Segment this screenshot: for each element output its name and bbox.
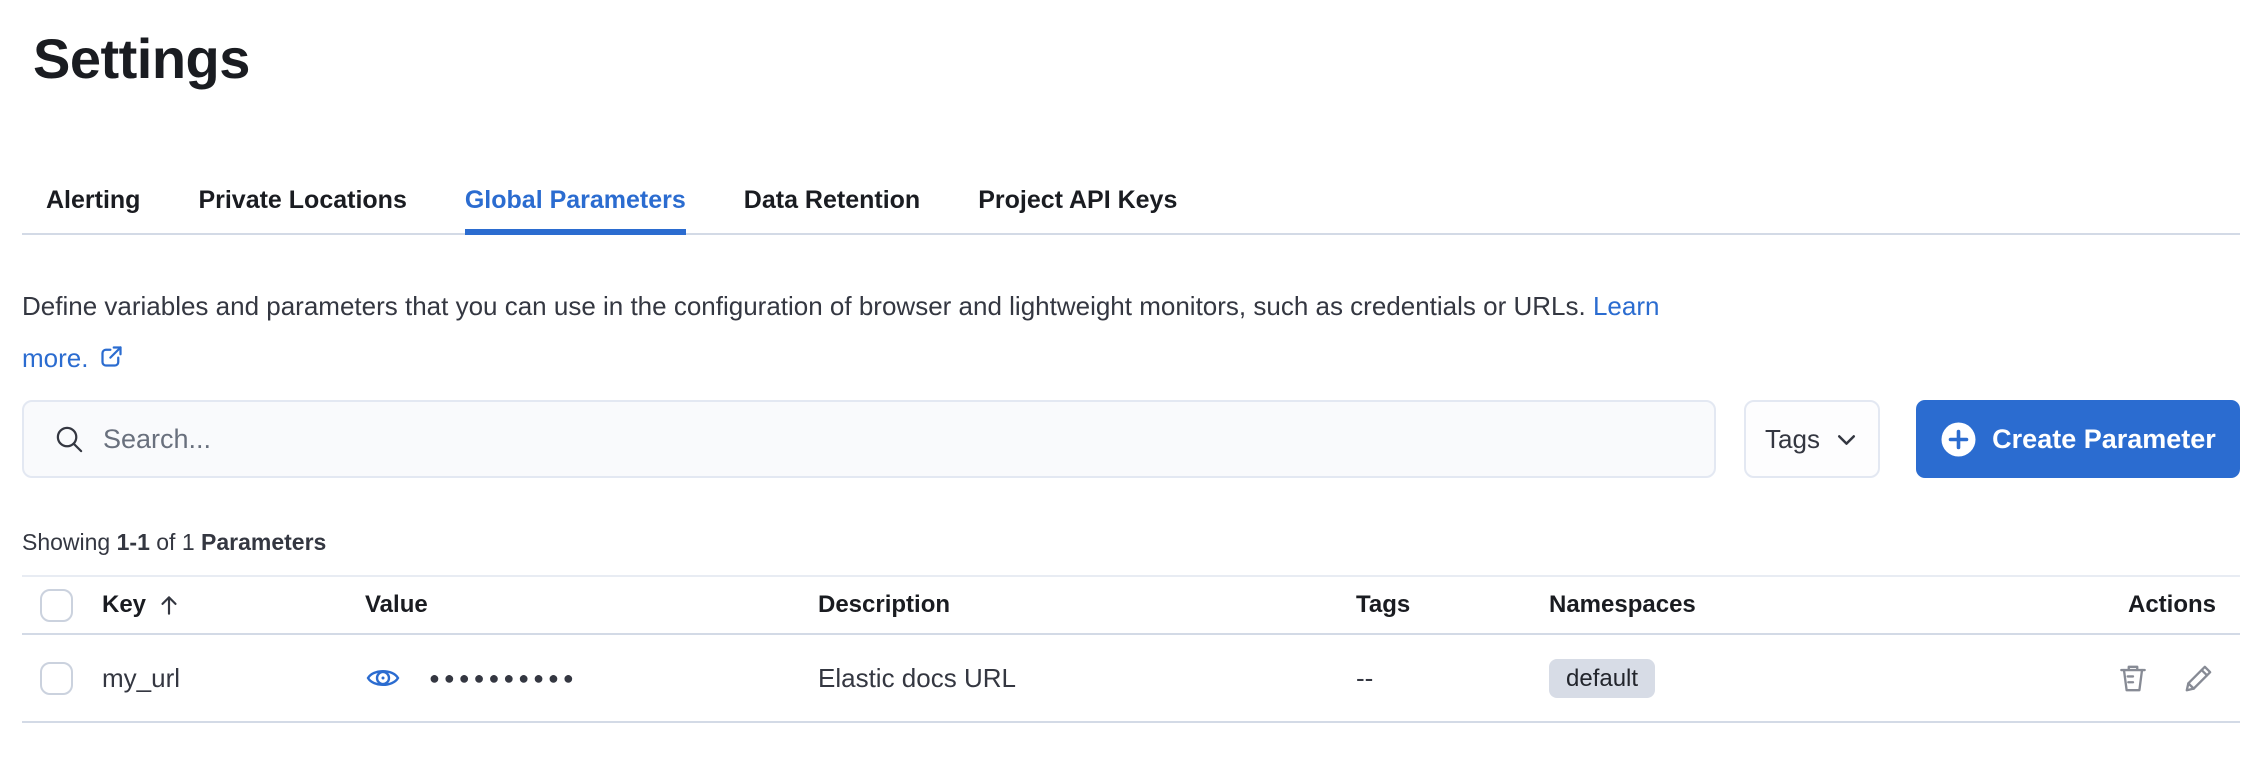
column-header-key-label: Key: [102, 591, 147, 618]
sort-ascending-icon: [161, 596, 177, 615]
summary-entity: Parameters: [201, 529, 327, 555]
tab-alerting[interactable]: Alerting: [46, 185, 140, 233]
page-title: Settings: [33, 27, 250, 90]
description-text: Define variables and parameters that you…: [22, 291, 1586, 321]
edit-parameter-button[interactable]: [2182, 661, 2216, 695]
summary-range: 1-1: [116, 529, 150, 555]
tags-filter-button[interactable]: Tags: [1744, 400, 1880, 478]
reveal-value-button[interactable]: [365, 663, 401, 693]
summary-of: of 1: [156, 529, 195, 555]
settings-page: Settings Alerting Private Locations Glob…: [0, 26, 2262, 723]
column-header-value: Value: [365, 591, 428, 618]
external-link-icon: [101, 346, 123, 367]
row-checkbox[interactable]: [40, 661, 73, 695]
tab-label: Alerting: [46, 186, 141, 214]
column-header-description: Description: [818, 591, 951, 618]
results-summary: Showing 1-1 of 1 Parameters: [22, 528, 2240, 556]
table-header-row: Key Value Description Tags Namespaces Ac…: [22, 577, 2240, 635]
header-checkbox-cell: [22, 588, 95, 622]
row-checkbox-cell: [22, 661, 95, 695]
parameter-description: Elastic docs URL: [818, 662, 1016, 693]
select-all-checkbox[interactable]: [40, 588, 73, 622]
search-box: [22, 400, 1716, 478]
column-header-actions: Actions: [2127, 591, 2216, 618]
plus-in-circle-icon: [1941, 422, 1976, 456]
learn-more-link[interactable]: Learn: [1592, 291, 1660, 321]
toolbar: Tags Create Parameter: [22, 400, 2240, 478]
namespace-badge: default: [1549, 658, 1656, 698]
eye-icon: [366, 669, 400, 687]
page-description: Define variables and parameters that you…: [22, 280, 2240, 384]
tags-filter-label: Tags: [1765, 423, 1820, 454]
tab-data-retention[interactable]: Data Retention: [744, 185, 920, 233]
trash-icon: [2120, 665, 2146, 692]
description-line-2: more.: [22, 332, 2240, 384]
create-parameter-label: Create Parameter: [1992, 423, 2216, 454]
tab-bar: Alerting Private Locations Global Parame…: [22, 185, 2240, 235]
create-parameter-button[interactable]: Create Parameter: [1916, 400, 2240, 478]
masked-value: ●●●●●●●●●●: [429, 667, 578, 688]
tab-label: Private Locations: [198, 186, 407, 214]
tab-private-locations[interactable]: Private Locations: [198, 185, 406, 233]
tab-label: Global Parameters: [464, 186, 686, 214]
chevron-down-icon: [1837, 434, 1855, 445]
parameter-tags: --: [1356, 662, 1374, 693]
parameter-value-cell: ●●●●●●●●●●: [355, 663, 810, 693]
search-icon: [56, 426, 83, 452]
delete-parameter-button[interactable]: [2116, 661, 2150, 695]
summary-showing: Showing: [22, 529, 111, 555]
tab-project-api-keys[interactable]: Project API Keys: [978, 185, 1177, 233]
column-header-tags: Tags: [1356, 591, 1411, 618]
tab-label: Data Retention: [743, 186, 921, 214]
learn-more-link[interactable]: more.: [22, 343, 89, 373]
parameter-key: my_url: [102, 662, 181, 693]
column-header-key[interactable]: Key: [95, 591, 355, 619]
table-row: my_url ●●●●●●●●●● Elastic docs URL -- de…: [22, 635, 2240, 723]
column-header-namespaces: Namespaces: [1549, 591, 1696, 618]
parameter-namespaces-cell: default: [1542, 658, 1995, 698]
pencil-icon: [2185, 665, 2212, 692]
parameters-table: Key Value Description Tags Namespaces Ac…: [22, 575, 2240, 723]
search-input[interactable]: [101, 422, 1696, 456]
tab-global-parameters[interactable]: Global Parameters: [464, 185, 686, 235]
row-actions-cell: [1995, 661, 2240, 695]
tab-label: Project API Keys: [978, 186, 1178, 214]
description-line-1: Define variables and parameters that you…: [22, 280, 2240, 332]
